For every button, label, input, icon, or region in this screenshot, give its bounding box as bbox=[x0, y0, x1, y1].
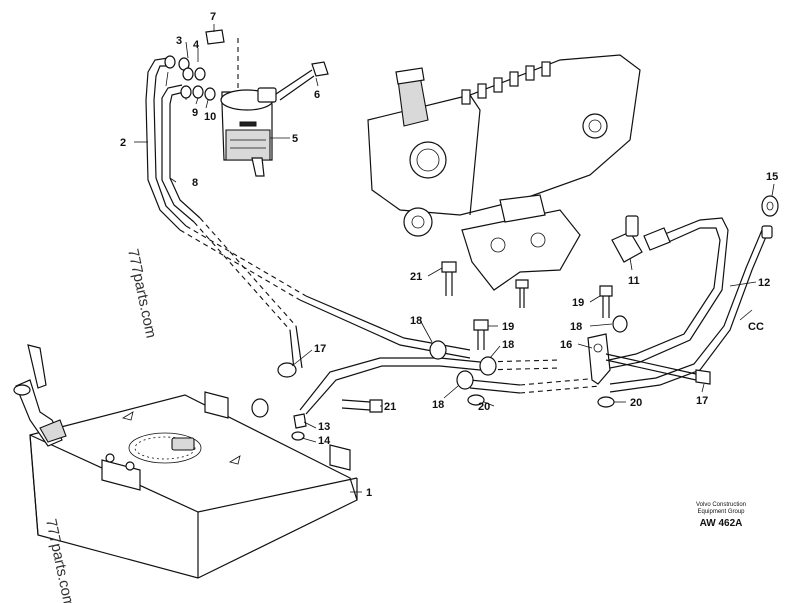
callout-18-a: 18 bbox=[410, 315, 422, 327]
pump-outlets bbox=[461, 61, 551, 105]
callout-16: 16 bbox=[560, 339, 572, 351]
clamps-and-hardware bbox=[164, 29, 711, 441]
callout-1: 1 bbox=[366, 487, 372, 499]
callout-7: 7 bbox=[210, 11, 216, 23]
callout-4: 4 bbox=[193, 39, 200, 51]
injection-pump bbox=[367, 54, 641, 291]
callout-18-d: 18 bbox=[570, 321, 582, 333]
fuel-tank bbox=[29, 391, 358, 579]
fuel-line-return bbox=[299, 357, 601, 415]
callout-2: 2 bbox=[120, 137, 126, 149]
callout-12: 12 bbox=[758, 277, 770, 289]
callout-18-c: 18 bbox=[432, 399, 444, 411]
callout-3: 3 bbox=[176, 35, 182, 47]
company-credit: Volvo Construction Equipment Group bbox=[676, 502, 766, 516]
callout-5: 5 bbox=[292, 133, 298, 145]
callout-21-a: 21 bbox=[410, 271, 422, 283]
callout-19-a: 19 bbox=[502, 321, 514, 333]
banjo-fitting-15 bbox=[761, 195, 779, 239]
filler-neck bbox=[13, 344, 67, 447]
callout-20-a: 20 bbox=[478, 401, 490, 413]
callout-19-b: 19 bbox=[572, 297, 584, 309]
callouts: 1 2 3 4 5 6 7 8 9 10 11 12 13 14 15 16 1… bbox=[120, 11, 778, 499]
fuel-line-2 bbox=[145, 57, 471, 359]
leader-lines bbox=[134, 24, 775, 493]
callout-8: 8 bbox=[192, 177, 198, 189]
callout-6: 6 bbox=[314, 89, 320, 101]
fitting-11 bbox=[611, 215, 671, 263]
callout-21-b: 21 bbox=[384, 401, 396, 413]
callout-11: 11 bbox=[628, 275, 640, 287]
callout-18-b: 18 bbox=[502, 339, 514, 351]
drawing-reference-code: AW 462A bbox=[699, 518, 743, 529]
callout-9: 9 bbox=[192, 107, 198, 119]
company-line-1: Volvo Construction bbox=[695, 502, 747, 508]
watermark-upper: 777parts.com bbox=[124, 247, 160, 339]
callout-20-b: 20 bbox=[630, 397, 642, 409]
callout-14: 14 bbox=[318, 435, 331, 447]
callout-cc: CC bbox=[748, 321, 764, 333]
callout-13: 13 bbox=[318, 421, 330, 433]
company-line-2: Equipment Group bbox=[697, 509, 745, 515]
fuel-line-12 bbox=[599, 217, 769, 393]
callout-17-right: 17 bbox=[696, 395, 708, 407]
callout-17-left: 17 bbox=[314, 343, 326, 355]
fuel-line-8 bbox=[161, 84, 303, 371]
fuel-filter bbox=[220, 38, 277, 177]
callout-10: 10 bbox=[204, 111, 216, 123]
callout-15: 15 bbox=[766, 171, 778, 183]
